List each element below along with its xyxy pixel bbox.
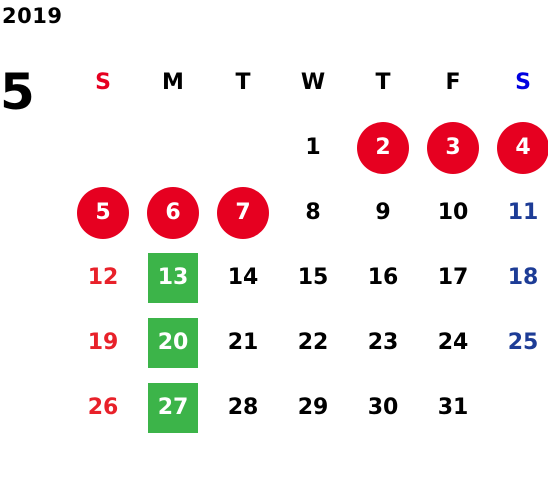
day-cell: 11 bbox=[488, 180, 548, 245]
holiday-day-number: 4 bbox=[497, 121, 548, 174]
day-cell: 4 bbox=[488, 115, 548, 180]
day-number: 18 bbox=[507, 265, 539, 290]
weekday-header-saturday: S bbox=[515, 70, 531, 95]
day-cell: 17 bbox=[418, 245, 488, 310]
day-number: 10 bbox=[437, 200, 469, 225]
empty-day-cell bbox=[208, 115, 278, 180]
year-label: 2019 bbox=[2, 4, 63, 28]
day-number: 16 bbox=[367, 265, 399, 290]
day-number: 25 bbox=[507, 330, 539, 355]
weekday-header-sunday: S bbox=[95, 70, 111, 95]
holiday-day-number: 2 bbox=[357, 121, 409, 174]
day-cell: 5 bbox=[68, 180, 138, 245]
day-cell: 12 bbox=[68, 245, 138, 310]
day-cell: 15 bbox=[278, 245, 348, 310]
day-cell: 19 bbox=[68, 310, 138, 375]
holiday-day-number: 7 bbox=[217, 186, 269, 239]
day-number: 22 bbox=[297, 330, 329, 355]
day-number: 1 bbox=[305, 135, 321, 160]
day-cell: 10 bbox=[418, 180, 488, 245]
day-cell: 3 bbox=[418, 115, 488, 180]
day-number: 29 bbox=[297, 395, 329, 420]
day-cell: 21 bbox=[208, 310, 278, 375]
day-cell: 31 bbox=[418, 375, 488, 440]
day-number: 14 bbox=[227, 265, 259, 290]
day-number: 31 bbox=[437, 395, 469, 420]
day-cell: 16 bbox=[348, 245, 418, 310]
day-cell: 26 bbox=[68, 375, 138, 440]
weekday-header-row: S M T W T F S bbox=[68, 50, 548, 115]
day-cell: 25 bbox=[488, 310, 548, 375]
weekday-header-wednesday: W bbox=[300, 70, 326, 95]
day-number: 26 bbox=[87, 395, 119, 420]
weekday-header-monday: M bbox=[162, 70, 184, 95]
empty-day-cell bbox=[138, 115, 208, 180]
weekday-header-thursday: T bbox=[375, 70, 391, 95]
day-cell: 20 bbox=[138, 310, 208, 375]
day-number: 15 bbox=[297, 265, 329, 290]
day-number: 8 bbox=[305, 200, 321, 225]
day-cell: 2 bbox=[348, 115, 418, 180]
day-number: 11 bbox=[507, 200, 539, 225]
day-number: 24 bbox=[437, 330, 469, 355]
day-cell: 13 bbox=[138, 245, 208, 310]
day-cell: 18 bbox=[488, 245, 548, 310]
holiday-day-number: 6 bbox=[147, 186, 199, 239]
day-number: 30 bbox=[367, 395, 399, 420]
day-cell: 14 bbox=[208, 245, 278, 310]
week-row: 19 20 21 22 23 24 25 bbox=[68, 310, 548, 375]
empty-day-cell bbox=[488, 375, 548, 440]
day-cell: 28 bbox=[208, 375, 278, 440]
day-cell: 8 bbox=[278, 180, 348, 245]
day-number: 23 bbox=[367, 330, 399, 355]
day-number: 12 bbox=[87, 265, 119, 290]
day-cell: 7 bbox=[208, 180, 278, 245]
day-number: 9 bbox=[375, 200, 391, 225]
day-cell: 30 bbox=[348, 375, 418, 440]
holiday-day-number: 5 bbox=[77, 186, 129, 239]
empty-day-cell bbox=[68, 115, 138, 180]
week-row: 12 13 14 15 16 17 18 bbox=[68, 245, 548, 310]
weekday-header-friday: F bbox=[445, 70, 461, 95]
day-cell: 9 bbox=[348, 180, 418, 245]
highlighted-day-number: 13 bbox=[148, 252, 198, 303]
day-cell: 6 bbox=[138, 180, 208, 245]
day-number: 28 bbox=[227, 395, 259, 420]
highlighted-day-number: 27 bbox=[148, 382, 198, 433]
holiday-day-number: 3 bbox=[427, 121, 479, 174]
week-row: 26 27 28 29 30 31 bbox=[68, 375, 548, 440]
day-number: 17 bbox=[437, 265, 469, 290]
day-cell: 27 bbox=[138, 375, 208, 440]
day-number: 19 bbox=[87, 330, 119, 355]
day-cell: 29 bbox=[278, 375, 348, 440]
day-number: 21 bbox=[227, 330, 259, 355]
day-cell: 24 bbox=[418, 310, 488, 375]
day-cell: 23 bbox=[348, 310, 418, 375]
highlighted-day-number: 20 bbox=[148, 317, 198, 368]
weekday-header-tuesday: T bbox=[235, 70, 251, 95]
month-number: 5 bbox=[0, 63, 35, 121]
day-cell: 1 bbox=[278, 115, 348, 180]
day-cell: 22 bbox=[278, 310, 348, 375]
